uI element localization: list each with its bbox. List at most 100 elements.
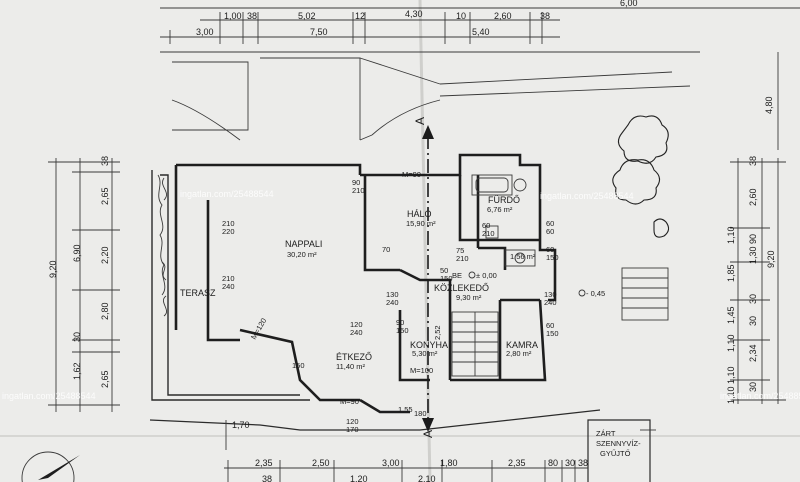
- bottom-dimension-lines: 2,35 2,50 3,00 1,80 2,35 80 30 38 38 1,2…: [224, 420, 588, 482]
- room-name-furdo: FÜRDŐ: [488, 195, 520, 205]
- opening-m: M=90: [340, 397, 359, 406]
- room-name-nappali: NAPPALI: [285, 239, 322, 249]
- exterior-walls: [174, 153, 557, 414]
- bottom-dim-label: 38: [578, 458, 588, 468]
- opening-m: 1,55: [398, 405, 413, 414]
- right-dim-label: 30: [748, 382, 758, 392]
- top-dim-label: 5,40: [472, 27, 490, 37]
- right-dim-label: 2,34: [748, 344, 758, 362]
- top-dim-label: 1,00: [224, 11, 242, 21]
- left-dim-label: 2,65: [100, 187, 110, 205]
- top-dim-label: 38: [540, 11, 550, 21]
- right-dim-label: 1,10: [726, 226, 736, 244]
- right-dim-label: 1,10: [726, 366, 736, 384]
- top-dim-label: 5,02: [298, 11, 316, 21]
- left-dim-label: 1,62: [72, 362, 82, 380]
- bottom-dim-label: 30: [565, 458, 575, 468]
- trees: [612, 115, 670, 238]
- top-dim-label: 10: [456, 11, 466, 21]
- room-name-etkezo: ÉTKEZŐ: [336, 352, 372, 362]
- bathroom-fixtures: [471, 174, 536, 267]
- top-dim-label: 7,50: [310, 27, 328, 37]
- hedge: [157, 174, 166, 296]
- site-outline: [171, 57, 691, 141]
- top-dim-label: 3,00: [196, 27, 214, 37]
- right-dim-label: 1,10: [726, 334, 736, 352]
- level-marks: BE ± 0,00 - 0,45: [452, 271, 605, 298]
- left-dim-label: 2,65: [100, 370, 110, 388]
- opening-h: 150: [546, 329, 559, 338]
- opening-h: 150: [440, 274, 453, 283]
- outdoor-steps: [621, 267, 669, 321]
- opening-w: 60: [546, 245, 554, 254]
- tree-icon: [617, 115, 669, 164]
- top-dim-label: 12: [355, 11, 365, 21]
- top-dim-label: 2,60: [494, 11, 512, 21]
- opening-w: 60: [546, 321, 554, 330]
- sewer-note: ZÁRT SZENNYVÍZ- GYŰJTŐ: [596, 429, 641, 458]
- right-dim-label: 90: [748, 234, 758, 244]
- watermark-text: ingatlan.com/25488544: [2, 391, 96, 401]
- top-dim-label: 6,00: [620, 0, 638, 8]
- opening-w: 130: [544, 290, 557, 299]
- right-dim-label: 4,80: [764, 96, 774, 114]
- left-dim-label: 30: [72, 332, 82, 342]
- opening-h: 150: [396, 326, 409, 335]
- opening-m: M=100: [410, 366, 433, 375]
- opening-h: 220: [222, 227, 235, 236]
- bottom-dim-label: 2,10: [418, 474, 436, 482]
- sewer-note-line: SZENNYVÍZ-: [596, 439, 641, 448]
- north-arrow-icon: [38, 455, 80, 480]
- right-dim-label: 1,30: [748, 246, 758, 264]
- tree-icon: [612, 159, 661, 205]
- opening-w: 60: [546, 219, 554, 228]
- opening-h: 210: [482, 229, 495, 238]
- north-arrow: [21, 451, 80, 482]
- right-dim-label: 9,20: [766, 250, 776, 268]
- sewer-note-line: GYŰJTŐ: [600, 449, 631, 458]
- opening-w: 210: [222, 219, 235, 228]
- opening-w: 90: [352, 178, 360, 187]
- room-name-terasz: TERASZ: [180, 288, 216, 298]
- right-dim-label: 38: [748, 156, 758, 166]
- right-dim-label: 1,45: [726, 306, 736, 324]
- terrace-outline: [149, 170, 601, 431]
- top-dim-label: 4,30: [405, 9, 423, 19]
- room-name-kozlekedo: KÖZLEKEDŐ: [434, 283, 489, 293]
- opening-w: 210: [222, 274, 235, 283]
- bottom-dim-label: 80: [548, 458, 558, 468]
- right-dim-label: 1,85: [726, 264, 736, 282]
- entrance-label: BE: [452, 271, 462, 280]
- bottom-dim-label: 2,50: [312, 458, 330, 468]
- opening-h: 240: [222, 282, 235, 291]
- bottom-dim-label: 2,35: [255, 458, 273, 468]
- left-dim-label: 2,80: [100, 302, 110, 320]
- left-dimension-lines: 9,20 38 2,65 6,90 2,20 2,80 30 1,62 2,65: [48, 156, 120, 412]
- bottom-dim-label: 1,80: [440, 458, 458, 468]
- room-labels: NAPPALI 30,20 m² HÁLÓ 15,90 m² FÜRDŐ 6,7…: [180, 195, 538, 371]
- room-area-etkezo: 11,40 m²: [336, 362, 366, 371]
- right-dim-label: 30: [748, 316, 758, 326]
- opening-m: 150: [292, 361, 305, 370]
- top-dimension-lines: 6,00 1,00 38 5,02 12 4,30 10 2,60 38 3,0…: [160, 0, 800, 53]
- bottom-dim-label: 1,20: [350, 474, 368, 482]
- room-area-kozlekedo: 9,30 m²: [456, 293, 482, 302]
- level-minus: - 0,45: [586, 289, 605, 298]
- opening-h: 240: [386, 298, 399, 307]
- level-zero: ± 0,00: [476, 271, 497, 280]
- room-name-konyha: KONYHA: [410, 340, 448, 350]
- right-dimension-lines: 4,80 9,20 38 2,60 1,10 90 1,30 1,85 30 1…: [726, 52, 786, 404]
- opening-h: 240: [350, 328, 363, 337]
- bottom-dim-label: 2,35: [508, 458, 526, 468]
- opening-w: 60: [482, 221, 490, 230]
- bottom-left-dim: 1,70: [232, 420, 250, 430]
- opening-h: 240: [544, 298, 557, 307]
- opening-w: 120: [346, 417, 359, 426]
- bottom-dim-label: 38: [262, 474, 272, 482]
- opening-w: 50: [440, 266, 448, 275]
- opening-w: 70: [382, 245, 390, 254]
- right-dim-label: 2,60: [748, 188, 758, 206]
- opening-h: 210: [352, 186, 365, 195]
- sewer-collector: [587, 419, 656, 482]
- opening-h: 170: [346, 425, 359, 434]
